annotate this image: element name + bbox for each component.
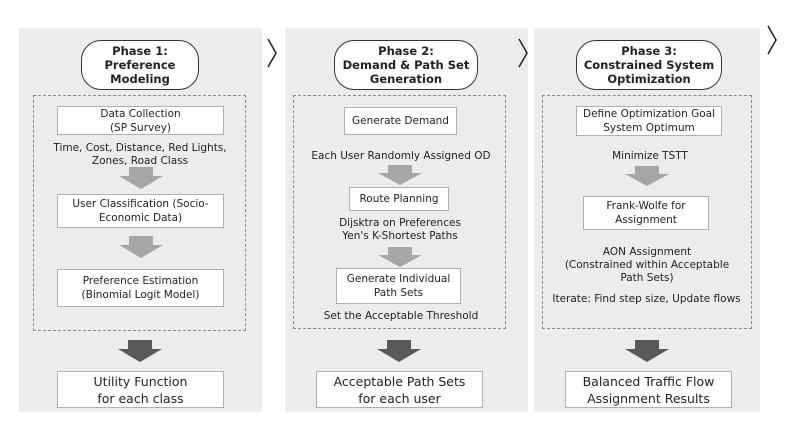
chevron-right-icon [518,38,528,68]
phase1-user-classification: User Classification (Socio- Economic Dat… [57,194,224,228]
phase2-threshold-note: Set the Acceptable Threshold [323,310,479,322]
phase1-output: Utility Function for each class [57,371,224,408]
down-arrow-icon [378,247,422,267]
phase2-generate-path-sets: Generate Individual Path Sets [336,268,461,304]
phase3-aon-note: AON Assignment (Constrained within Accep… [564,246,730,284]
phase1-preference-estimation: Preference Estimation (Binomial Logit Mo… [57,269,224,307]
phase2-title: Phase 2: Demand & Path Set Generation [334,40,478,90]
phase3-dashed-group [542,95,752,329]
phase3-define-goal: Define Optimization Goal System Optimum [576,106,722,136]
phase2-paths-note: Dijsktra on Preferences Yen's K-Shortest… [339,217,461,242]
phase1-title: Phase 1: Preference Modeling [81,40,199,90]
phase2-dashed-group [293,95,506,329]
phase1-data-collection: Data Collection (SP Survey) [57,106,224,135]
phase3-frank-wolfe: Frank-Wolfe for Assignment [583,196,709,230]
chevron-right-icon [267,38,277,68]
down-arrow-icon [378,165,422,185]
phase3-title: Phase 3: Constrained System Optimization [576,40,722,90]
down-arrow-icon [625,166,669,186]
chevron-right-icon [767,25,777,55]
phase3-output: Balanced Traffic Flow Assignment Results [565,371,732,408]
phase2-generate-demand: Generate Demand [344,107,457,135]
down-arrow-icon [119,236,163,258]
phase1-attributes-note: Time, Cost, Distance, Red Lights, Zones,… [53,142,227,167]
phase2-route-planning: Route Planning [349,187,449,211]
phase2-output: Acceptable Path Sets for each user [316,371,483,408]
down-arrow-icon [377,340,421,362]
phase1-dashed-group [33,95,246,331]
down-arrow-icon [119,167,163,189]
down-arrow-icon [625,340,669,362]
phase3-tstt-note: Minimize TSTT [612,150,688,162]
down-arrow-icon [118,340,162,362]
phase2-od-note: Each User Randomly Assigned OD [311,150,491,162]
phase3-iterate-note: Iterate: Find step size, Update flows [552,293,741,305]
